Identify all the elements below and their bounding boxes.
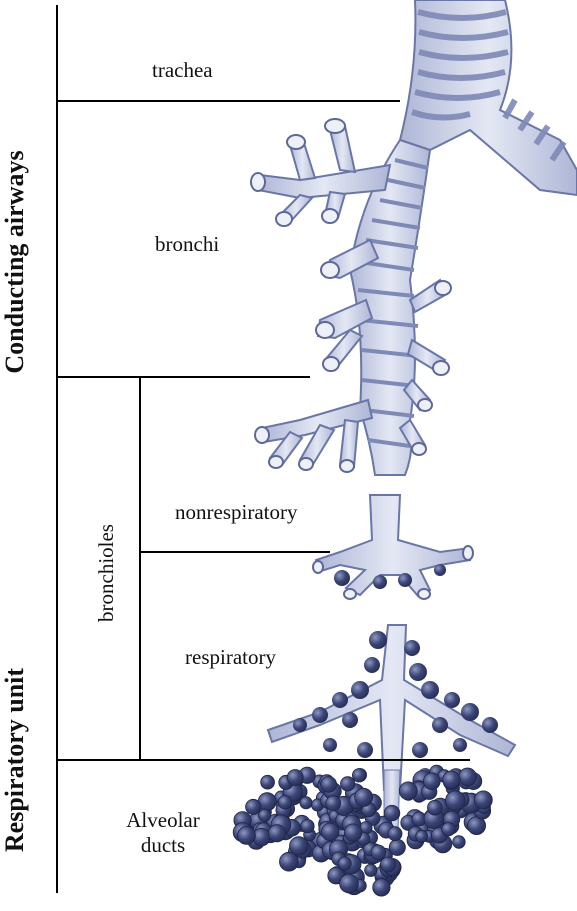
alveolus bbox=[442, 823, 455, 836]
alveolus bbox=[453, 836, 466, 849]
alveolus bbox=[399, 782, 417, 800]
alveolus bbox=[340, 874, 359, 893]
alveolus bbox=[261, 775, 275, 789]
alveolus bbox=[365, 864, 377, 876]
alveolus bbox=[355, 788, 373, 806]
alveolar-ducts-label-line1: Alveolar bbox=[118, 808, 208, 833]
alveolus bbox=[290, 837, 308, 855]
trachea-label: trachea bbox=[152, 58, 213, 83]
alveolus bbox=[389, 839, 405, 855]
alveolus bbox=[373, 879, 390, 896]
alveolus bbox=[278, 796, 292, 810]
alveolus bbox=[341, 777, 355, 791]
nonrespiratory-bronchiole-illustration bbox=[313, 495, 473, 599]
alveolus bbox=[474, 791, 492, 809]
alveolus bbox=[416, 830, 428, 842]
alveolar-ducts-label-line2: ducts bbox=[118, 833, 208, 858]
alveolar-ducts-label: Alveolar ducts bbox=[118, 808, 208, 858]
alveolus bbox=[423, 773, 440, 790]
alveolus bbox=[301, 820, 314, 833]
alveolus bbox=[326, 796, 341, 811]
bronchi-label: bronchi bbox=[155, 232, 219, 257]
alveolus bbox=[321, 777, 337, 793]
bronchi-illustration bbox=[251, 119, 451, 475]
alveolus bbox=[300, 797, 312, 809]
alveolus bbox=[443, 771, 460, 788]
bronchioles-label: bronchioles bbox=[93, 503, 119, 643]
alveolus bbox=[428, 800, 443, 815]
alveolus bbox=[259, 809, 271, 821]
alveolus bbox=[384, 805, 400, 821]
alveolus bbox=[371, 845, 386, 860]
alveolus bbox=[338, 857, 351, 870]
alveolus bbox=[459, 768, 477, 786]
alveolus bbox=[268, 825, 285, 842]
alveolus bbox=[446, 791, 466, 811]
alveolus bbox=[381, 857, 396, 872]
alveolus bbox=[287, 770, 303, 786]
alveolus bbox=[246, 799, 261, 814]
alveolus bbox=[388, 827, 402, 841]
respiratory-label: respiratory bbox=[185, 645, 276, 670]
alveolus bbox=[238, 827, 256, 845]
respiratory-bronchiole-illustration bbox=[268, 625, 515, 790]
alveolus bbox=[344, 824, 361, 841]
alveolus bbox=[352, 769, 365, 782]
alveolus bbox=[322, 823, 339, 840]
alveolar-ducts-illustration bbox=[233, 765, 492, 896]
respiratory-unit-label: Respiratory unit bbox=[0, 650, 31, 870]
nonrespiratory-label: nonrespiratory bbox=[175, 500, 297, 525]
conducting-airways-label: Conducting airways bbox=[0, 132, 31, 392]
